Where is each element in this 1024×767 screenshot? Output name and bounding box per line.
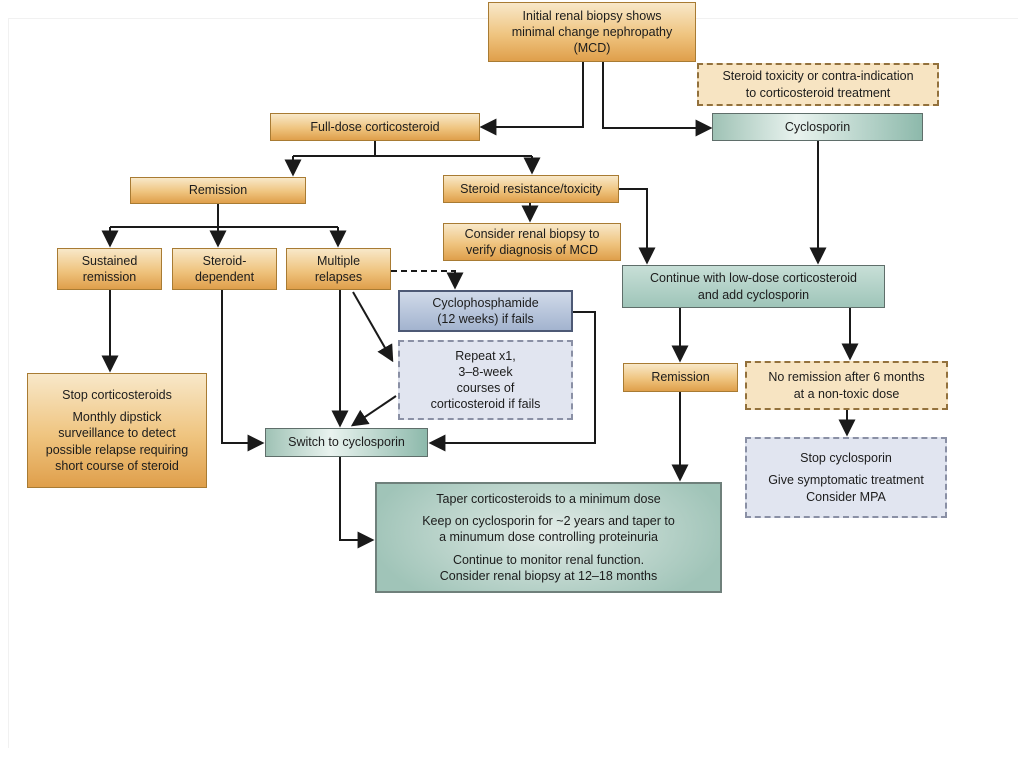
node-paragraph: Taper corticosteroids to a minimum dose [436,491,661,506]
node-remission: Remission [130,177,306,204]
node-paragraph: Stop corticosteroids [62,387,172,402]
node-stop-cyclosporin: Stop cyclosporin Give symptomatic treatm… [745,437,947,518]
node-steroid-dependent: Steroid- dependent [172,248,277,290]
node-steroid-resistance: Steroid resistance/toxicity [443,175,619,203]
arrow-relapses-to-cyclophosphamide [391,270,464,290]
node-continue-low-dose: Continue with low-dose corticosteroid an… [622,265,885,308]
node-label: Repeat x1, 3–8-week courses of corticost… [430,348,541,412]
node-steroid-toxicity: Steroid toxicity or contra-indication to… [697,63,939,106]
node-label: Steroid resistance/toxicity [460,181,602,196]
node-label: Steroid- dependent [194,253,255,284]
node-paragraph: Monthly dipstick surveillance to detect … [45,410,189,473]
slide-border-left [8,18,9,748]
node-paragraph: Keep on cyclosporin for ~2 years and tap… [422,514,675,545]
node-taper-corticosteroids: Taper corticosteroids to a minimum dose … [375,482,722,593]
node-paragraph: Consider MPA [806,490,886,505]
node-label: Continue with low-dose corticosteroid an… [649,271,858,302]
node-label: Initial renal biopsy shows minimal chang… [511,8,673,56]
arrow-initial-to-fulldose [479,62,584,136]
node-paragraph: Stop cyclosporin [800,450,892,465]
node-label: Remission [188,183,248,198]
node-full-dose-corticosteroid: Full-dose corticosteroid [270,113,480,141]
node-label: Sustained remission [81,253,138,284]
node-paragraph: Give symptomatic treatment [768,472,924,487]
node-remission-on-cyclosporin: Remission [623,363,738,392]
arrow-switch-to-taper [339,457,375,549]
node-label: Multiple relapses [314,253,363,284]
node-paragraph: Continue to monitor renal function. Cons… [439,552,658,583]
node-cyclophosphamide: Cyclophosphamide (12 weeks) if fails [398,290,573,332]
arrow-cyclophosphamide-to-switch [428,311,596,452]
node-label: Full-dose corticosteroid [310,119,440,134]
node-switch-to-cyclosporin: Switch to cyclosporin [265,428,428,457]
arrow-resistance-to-lowdose [619,188,656,265]
node-consider-biopsy: Consider renal biopsy to verify diagnosi… [443,223,621,261]
node-cyclosporin: Cyclosporin [712,113,923,141]
node-label: Cyclophosphamide (12 weeks) if fails [432,295,539,326]
node-stop-corticosteroids: Stop corticosteroids Monthly dipstick su… [27,373,207,488]
node-multiple-relapses: Multiple relapses [286,248,391,290]
node-label: No remission after 6 months at a non-tox… [768,370,925,401]
node-label: Steroid toxicity or contra-indication to… [722,69,914,100]
node-sustained-remission: Sustained remission [57,248,162,290]
arrow-relapses-to-repeat [352,291,394,363]
connector-fulldose-split [293,141,532,157]
node-label: Switch to cyclosporin [288,435,405,450]
arrow-dependent-to-switch [221,290,265,452]
node-repeat-courses: Repeat x1, 3–8-week courses of corticost… [398,340,573,420]
node-initial-biopsy: Initial renal biopsy shows minimal chang… [488,2,696,62]
node-label: Consider renal biopsy to verify diagnosi… [464,226,600,257]
arrow-repeat-to-switch [350,395,397,427]
connector-remission-split [110,204,338,228]
arrow-initial-to-cyclosporin [602,62,713,137]
node-label: Remission [651,370,710,385]
node-label: Cyclosporin [784,119,851,134]
node-no-remission: No remission after 6 months at a non-tox… [745,361,948,410]
